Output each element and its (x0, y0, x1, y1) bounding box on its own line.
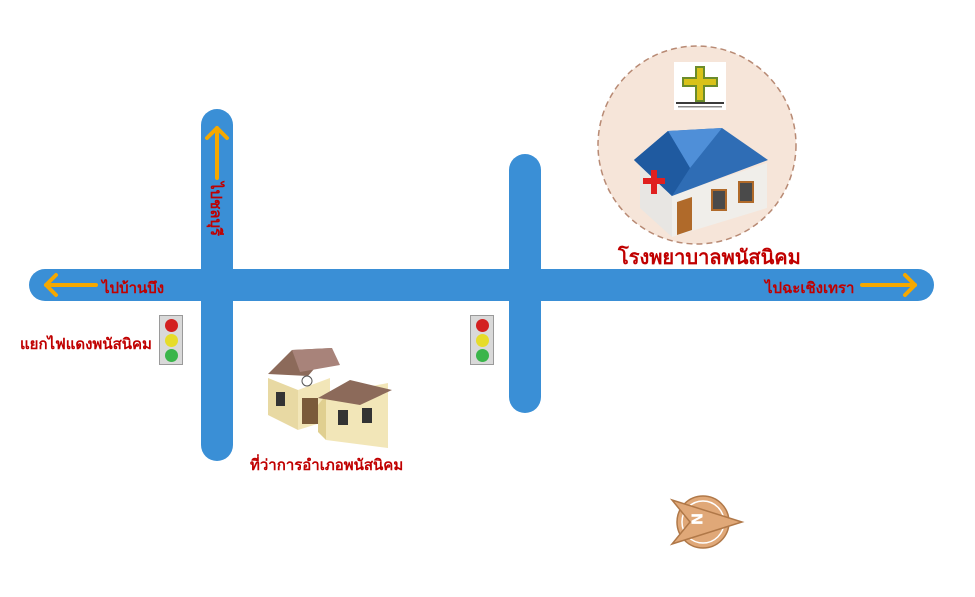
arrow-north-icon (205, 126, 229, 180)
hospital-label: โรงพยาบาลพนัสนิคม (618, 245, 801, 269)
hospital-logo-icon (674, 62, 726, 110)
hospital-building-icon (634, 128, 768, 237)
north-road-label: ไปชลบุรี (207, 182, 225, 237)
intersection-label: แยกไฟแดงพนัสนิคม (20, 335, 152, 353)
arrow-east-icon (860, 273, 917, 297)
government-building-icon (268, 348, 392, 448)
arrow-west-icon (44, 273, 98, 297)
district-office-label: ที่ว่าการอำเภอพนัสนิคม (250, 456, 404, 474)
compass-north-label: N (687, 512, 706, 526)
direction-arrows (44, 126, 917, 297)
traffic-light-icon (470, 315, 494, 365)
hospital-area (597, 45, 797, 245)
compass-icon (669, 495, 745, 549)
traffic-light-icon (159, 315, 183, 365)
east-road-label: ไปฉะเชิงเทรา (765, 279, 855, 297)
west-road-label: ไปบ้านบึง (102, 279, 165, 297)
